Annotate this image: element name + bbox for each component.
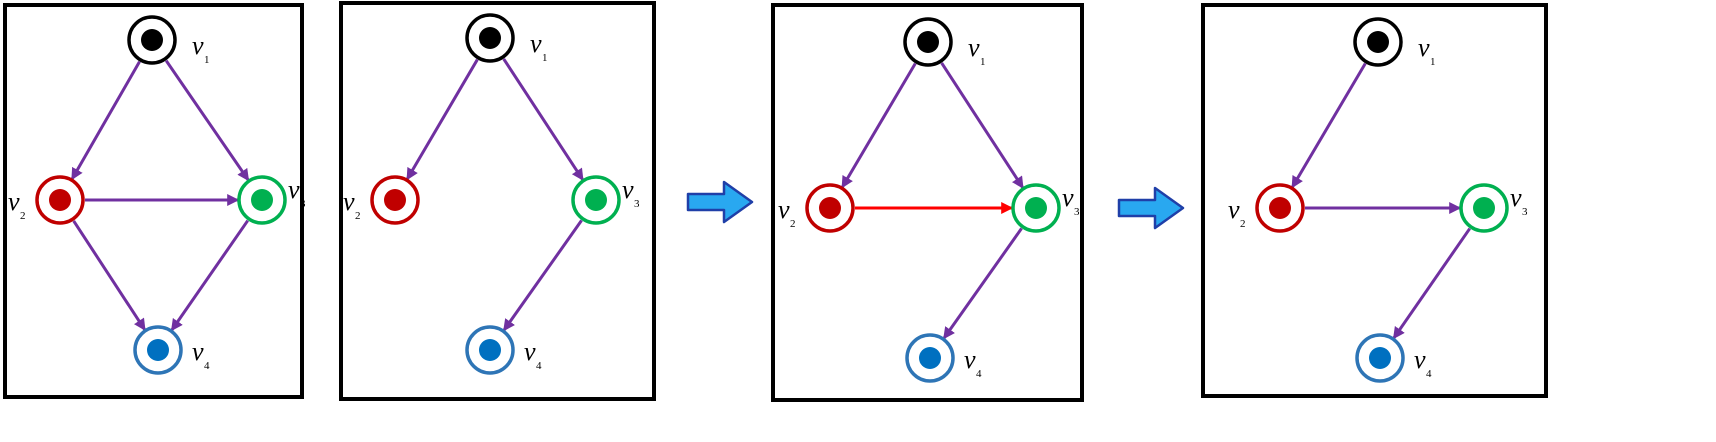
panel-frame [1201, 3, 1548, 398]
node-label: v [192, 31, 204, 60]
node-label: v [192, 337, 204, 366]
node-label-subscript: 2 [355, 210, 361, 222]
edge-v3-v4 [1392, 227, 1471, 340]
node-label-subscript: 3 [1074, 206, 1080, 218]
node-core [479, 339, 501, 361]
node-label: v [530, 29, 542, 58]
edge-v1-v3 [940, 62, 1025, 189]
node-core [1269, 197, 1291, 219]
node-label-subscript: 1 [1430, 56, 1436, 68]
node-label: v [1062, 183, 1074, 212]
node-core [585, 189, 607, 211]
panel-frame [3, 3, 304, 399]
node-core [479, 27, 501, 49]
node-label-subscript: 4 [1426, 368, 1432, 380]
right-arrow-icon [686, 180, 754, 224]
edge-v3-v4 [942, 227, 1023, 340]
node-label-subscript: 3 [300, 198, 306, 210]
node-label-subscript: 3 [634, 198, 640, 210]
node-label-subscript: 3 [1522, 206, 1528, 218]
node-label: v [1414, 345, 1426, 374]
node-core [147, 339, 169, 361]
node-core [141, 29, 163, 51]
node-core [819, 197, 841, 219]
node-core [1473, 197, 1495, 219]
node-label: v [1510, 183, 1522, 212]
node-label: v [964, 345, 976, 374]
node-core [49, 189, 71, 211]
edge-v2-v4 [72, 220, 147, 331]
node-label: v [622, 175, 634, 204]
edge-v3-v4 [502, 219, 583, 332]
panel-frame [339, 1, 656, 401]
node-label-subscript: 2 [20, 210, 26, 222]
node-label-subscript: 1 [542, 52, 548, 64]
edge-v1-v3 [502, 58, 585, 181]
node-core [917, 31, 939, 53]
edge-v1-v3 [164, 59, 250, 182]
node-label: v [1228, 195, 1240, 224]
node-core [919, 347, 941, 369]
node-label-subscript: 1 [980, 56, 986, 68]
node-label-subscript: 2 [1240, 218, 1246, 230]
node-label: v [343, 187, 355, 216]
node-label-subscript: 1 [204, 54, 210, 66]
edge-v3-v4 [170, 219, 249, 332]
node-label: v [1418, 33, 1430, 62]
edge-v1-v2 [1290, 62, 1367, 189]
node-label: v [524, 337, 536, 366]
node-label-subscript: 4 [536, 360, 542, 372]
node-core [251, 189, 273, 211]
edge-v1-v2 [70, 60, 141, 181]
right-arrow-icon [1117, 186, 1185, 230]
node-label-subscript: 4 [976, 368, 982, 380]
node-core [1369, 347, 1391, 369]
edge-v1-v2 [405, 58, 479, 181]
node-core [1025, 197, 1047, 219]
node-core [384, 189, 406, 211]
node-label: v [968, 33, 980, 62]
node-label: v [8, 187, 20, 216]
edge-v1-v2 [840, 62, 917, 189]
node-core [1367, 31, 1389, 53]
panel-frame [771, 3, 1084, 402]
node-label-subscript: 2 [790, 218, 796, 230]
node-label: v [778, 195, 790, 224]
node-label-subscript: 4 [204, 360, 210, 372]
node-label: v [288, 175, 300, 204]
